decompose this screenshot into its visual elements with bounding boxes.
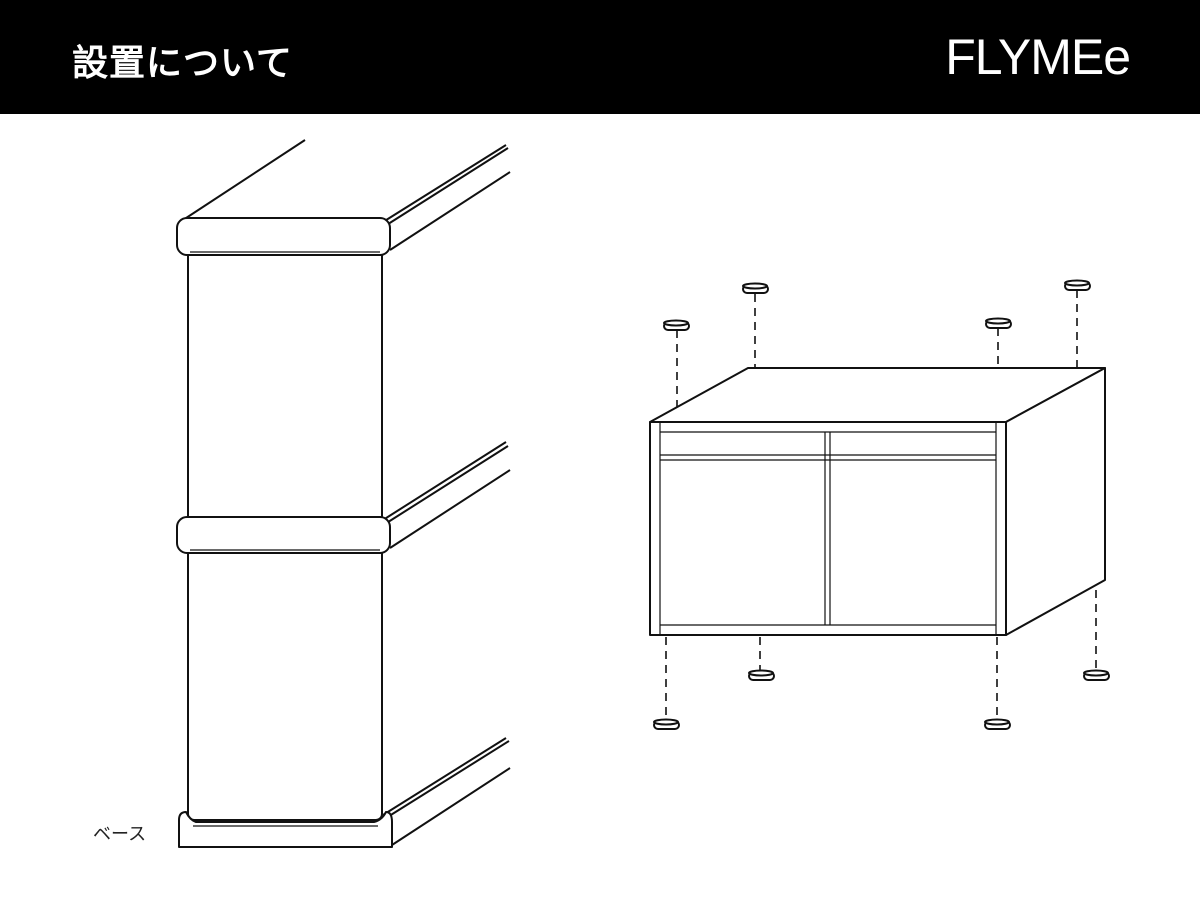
header-bar: 設置について FLYMEe [0,0,1200,114]
stacked-units-illustration [176,139,511,848]
lower-unit-body [187,539,383,821]
cabinet-front [649,421,1007,636]
brand-logo: FLYMEe [945,29,1131,85]
top-cap [176,217,391,256]
middle-cap [176,516,391,554]
cabinet-illustration [649,279,1110,730]
base-label: ベース [93,824,147,845]
page-title: 設置について [72,43,293,84]
base [178,811,393,848]
adjuster-feet [653,279,1110,730]
upper-unit-body [187,239,383,526]
